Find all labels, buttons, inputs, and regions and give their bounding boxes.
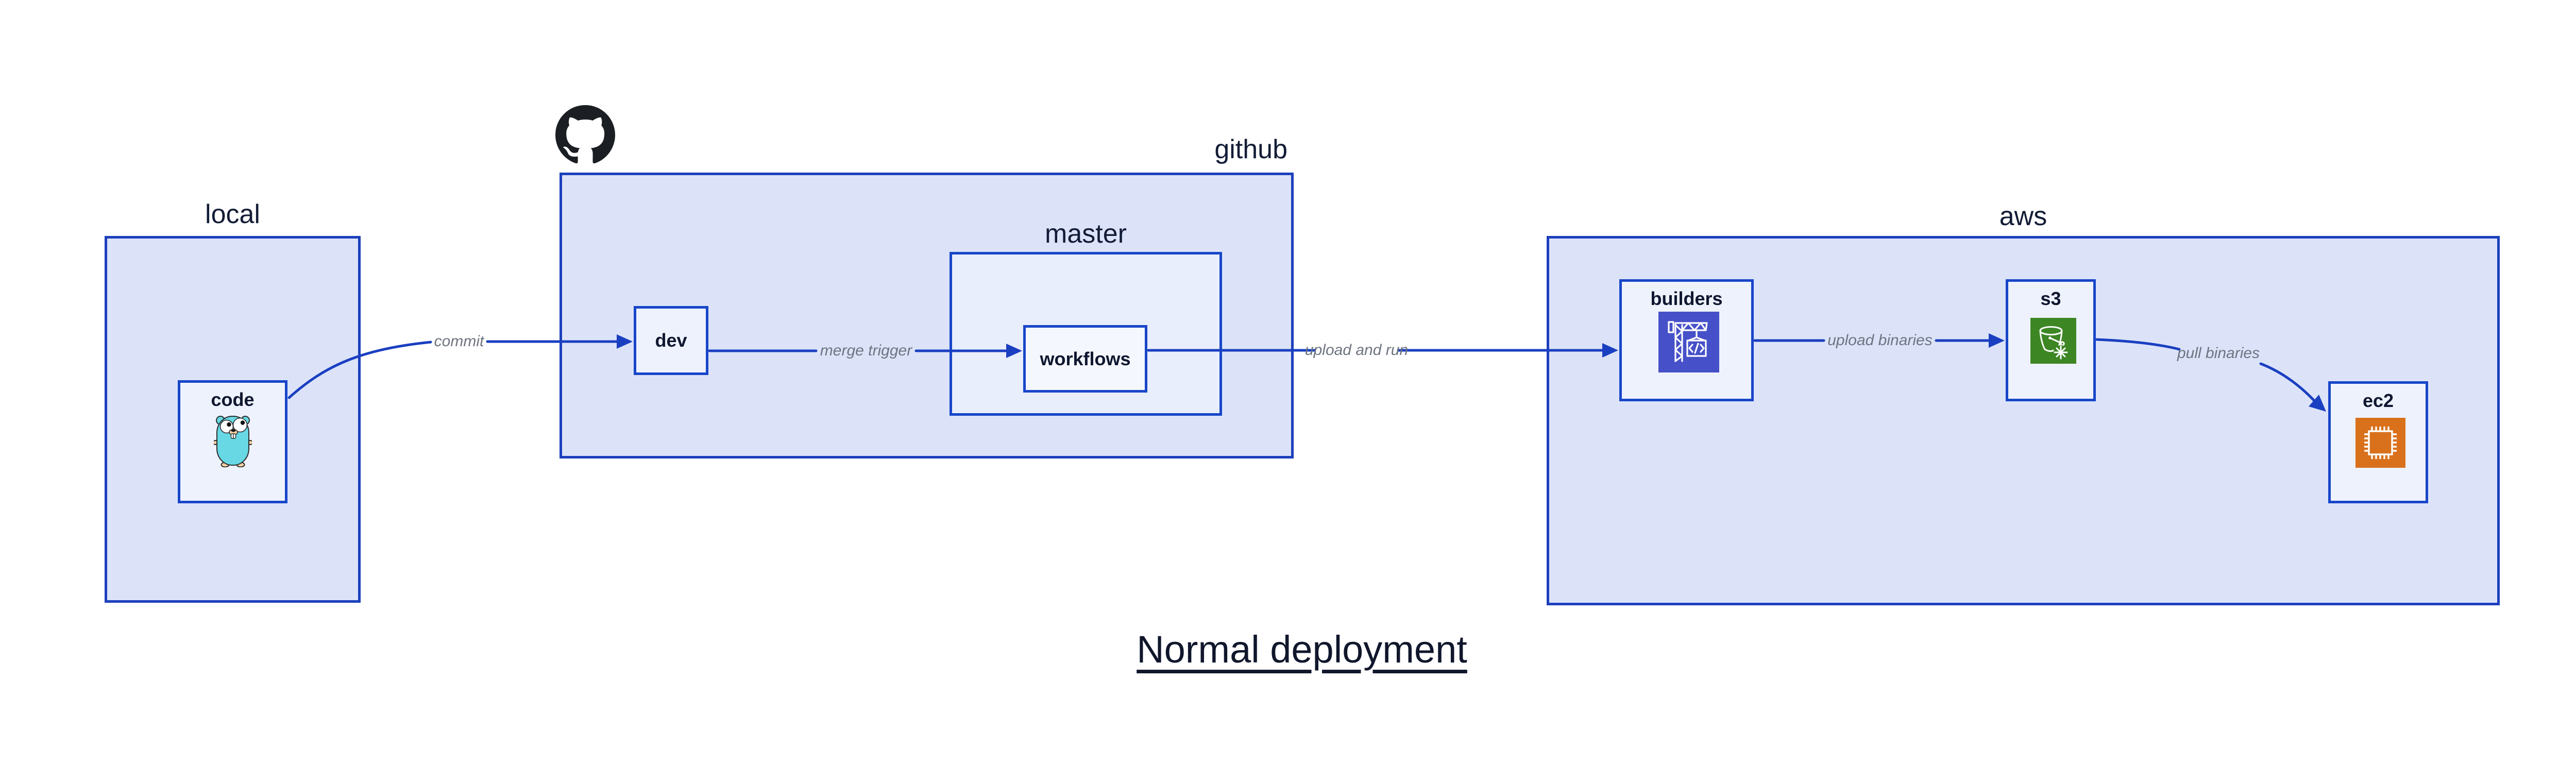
master-group-label: master bbox=[1045, 219, 1127, 249]
github-group-label: github bbox=[1214, 134, 1287, 164]
aws-group-label: aws bbox=[1999, 201, 2047, 231]
builders-node-label: builders bbox=[1650, 288, 1723, 309]
diagram-title: Normal deployment bbox=[1137, 628, 1467, 671]
ec2-chip-icon bbox=[2355, 418, 2405, 468]
node-workflows: workflows bbox=[1023, 325, 1147, 393]
pull-binaries-arrow-label: pull binaries bbox=[2177, 345, 2260, 362]
s3-node-label: s3 bbox=[2040, 288, 2061, 309]
workflows-node-label: workflows bbox=[1040, 348, 1131, 369]
node-dev: dev bbox=[634, 306, 708, 375]
commit-arrow-label: commit bbox=[434, 333, 484, 350]
github-octocat-icon bbox=[555, 105, 615, 164]
upload-binaries-arrow-label: upload binaries bbox=[1827, 332, 1933, 349]
dev-node-label: dev bbox=[655, 330, 687, 351]
node-builders: builders bbox=[1619, 279, 1754, 401]
node-ec2: ec2 bbox=[2328, 381, 2428, 503]
ec2-node-label: ec2 bbox=[2362, 390, 2394, 411]
s3-glacier-bucket-icon bbox=[2030, 318, 2076, 364]
node-s3: s3 bbox=[2006, 279, 2096, 401]
upload-and-run-arrow-label: upload and run bbox=[1304, 342, 1409, 359]
local-group-label: local bbox=[205, 199, 260, 229]
go-gopher-icon bbox=[214, 416, 252, 467]
codebuild-crane-icon bbox=[1658, 312, 1719, 372]
merge-trigger-arrow-label: merge trigger bbox=[820, 342, 912, 359]
code-node-label: code bbox=[211, 389, 255, 410]
node-code: code bbox=[178, 380, 287, 503]
